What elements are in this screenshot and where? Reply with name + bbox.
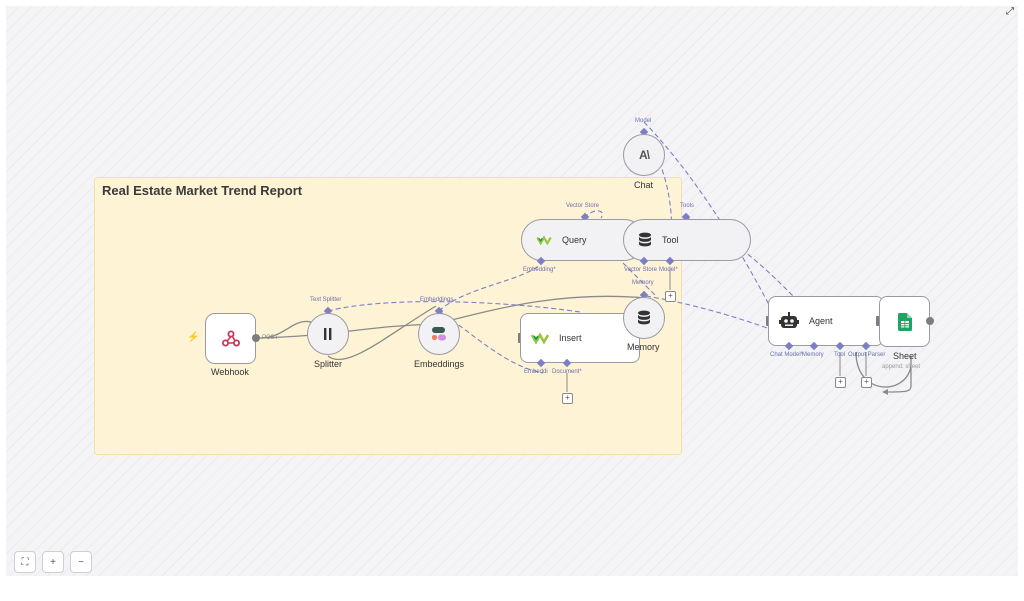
zoom-out-button[interactable]: −: [70, 551, 92, 573]
insert-embedding-label: Embeddi: [524, 369, 548, 375]
embeddings-node[interactable]: [418, 313, 460, 355]
zoom-in-button[interactable]: +: [42, 551, 64, 573]
connection-splitter-embeddings: [327, 305, 437, 361]
tool-tools-label: Tools: [680, 203, 695, 209]
agent-tool-label: Tool: [834, 352, 846, 358]
workflow-canvas[interactable]: Real Estate Market Trend Report ⚡: [6, 6, 1018, 576]
database-icon: [638, 310, 650, 325]
pause-bars-icon: [324, 328, 332, 340]
memory-input-label: Memory: [632, 280, 654, 286]
agent-add-tool-button[interactable]: +: [835, 377, 846, 388]
memory-label: Memory: [627, 342, 660, 352]
connection-agent-sheet: [855, 351, 912, 388]
embeddings-input-label: Embeddings: [420, 297, 454, 303]
agent-output-handle[interactable]: [876, 316, 880, 326]
splitter-input-label: Text Splitter: [310, 297, 342, 303]
embeddings-label: Embeddings: [414, 359, 465, 369]
connection-splitter-insert: [327, 301, 581, 313]
webhook-node[interactable]: [205, 313, 256, 364]
anthropic-icon: A\: [639, 148, 650, 162]
insert-document-label: Document*: [552, 369, 582, 375]
chat-label: Chat: [634, 180, 654, 190]
sticky-note-title: Real Estate Market Trend Report: [102, 183, 303, 198]
connection-query-memory: [605, 245, 657, 297]
trigger-bolt-icon: ⚡: [187, 332, 200, 343]
query-label: Query: [562, 235, 587, 245]
webhook-icon: [221, 330, 240, 346]
chat-model-label: Model: [635, 118, 652, 124]
sheet-output-handle[interactable]: [926, 317, 934, 325]
agent-output-parser-label: Output Parser: [848, 352, 886, 358]
arrow-head: [882, 389, 888, 395]
connection-embeddings-insert: [438, 310, 544, 374]
sheet-label: Sheet: [893, 351, 917, 361]
splitter-node[interactable]: [307, 313, 349, 355]
chat-node[interactable]: A\: [623, 134, 665, 176]
agent-label: Agent: [809, 316, 833, 326]
memory-node[interactable]: [623, 297, 665, 339]
google-sheets-icon: [897, 312, 912, 331]
insert-node[interactable]: Insert: [520, 313, 640, 363]
tool-vector-store-label: Vector Store: [624, 267, 658, 273]
webhook-output-label: POST: [262, 335, 279, 341]
database-icon: [639, 232, 651, 247]
webhook-label: Webhook: [211, 367, 249, 377]
agent-memory-label: Memory: [802, 352, 824, 358]
zoom-in-icon: +: [50, 556, 56, 568]
agent-node[interactable]: Agent: [768, 296, 884, 346]
zoom-out-icon: −: [78, 556, 84, 568]
query-embedding-label: Embedding*: [523, 267, 556, 273]
tool-node[interactable]: Tool: [623, 219, 751, 261]
agent-chat-model-label: Chat Model*: [770, 352, 804, 358]
tool-add-model-button[interactable]: +: [665, 291, 676, 302]
sheet-operation-label: append: sheet: [882, 364, 921, 370]
fit-view-icon: ⛶: [21, 556, 29, 568]
query-vector-store-label: Vector Store: [566, 203, 600, 209]
connections-layer: [259, 121, 912, 395]
webhook-output-handle[interactable]: [252, 334, 260, 342]
fit-view-button[interactable]: ⛶: [14, 551, 36, 573]
insert-label: Insert: [559, 333, 582, 343]
splitter-label: Splitter: [314, 359, 343, 369]
robot-icon: [779, 312, 799, 328]
cohere-icon: [431, 327, 446, 341]
tool-model-label: Model*: [659, 267, 678, 273]
insert-add-document-button[interactable]: +: [562, 393, 573, 404]
fullscreen-icon[interactable]: ⤢: [1006, 6, 1014, 17]
connection-embeddings-query: [438, 261, 544, 312]
agent-add-output-parser-button[interactable]: +: [861, 377, 872, 388]
sheet-node[interactable]: [879, 296, 930, 347]
weaviate-icon: [531, 332, 549, 344]
tool-label: Tool: [662, 235, 679, 245]
weaviate-icon: [536, 235, 552, 245]
connection-loop-arrow: [885, 356, 912, 393]
